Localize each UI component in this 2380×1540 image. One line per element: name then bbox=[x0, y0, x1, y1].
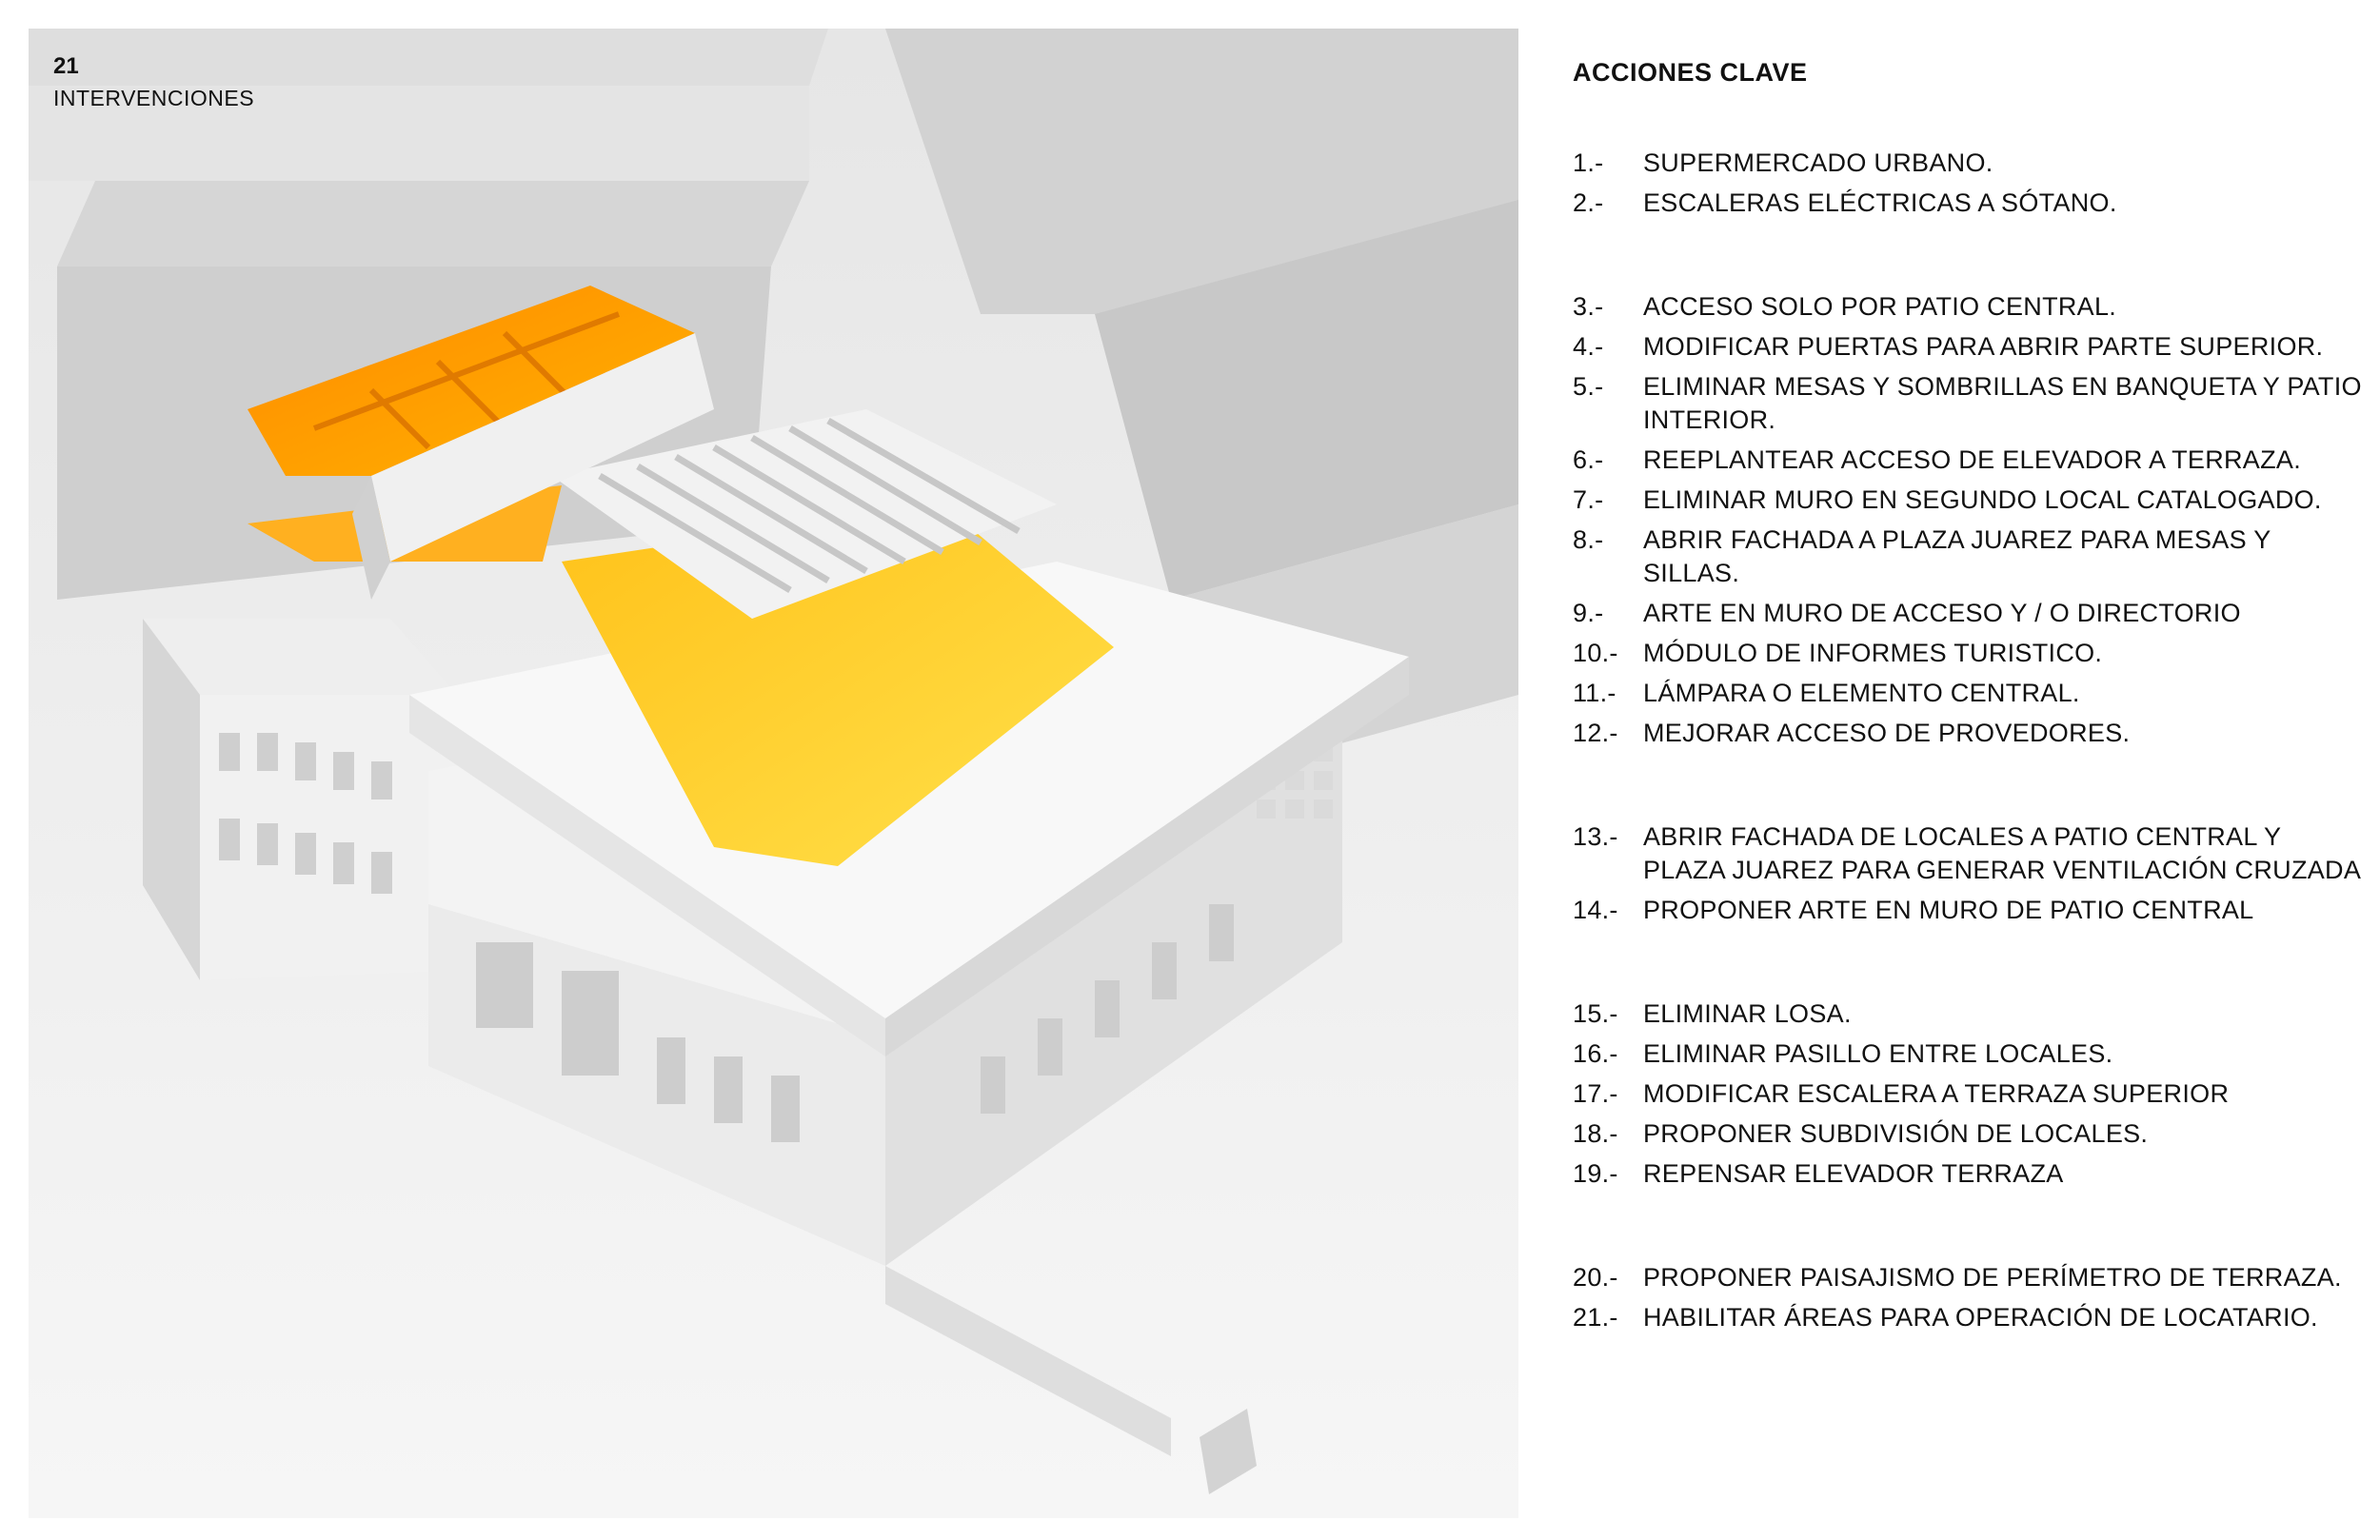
list-item: 4.- MODIFICAR PUERTAS PARA ABRIR PARTE SU… bbox=[1573, 330, 2363, 364]
item-number: 2.- bbox=[1573, 188, 1604, 218]
item-text: ACCESO SOLO POR PATIO CENTRAL. bbox=[1643, 292, 2117, 322]
building-model-render bbox=[29, 29, 1518, 1518]
list-item: 8.- ABRIR FACHADA A PLAZA JUAREZ PARA MES… bbox=[1573, 523, 2363, 590]
action-group: 15.- ELIMINAR LOSA. 16.- ELIMINAR PASILLO E… bbox=[1573, 997, 2363, 1191]
item-text: HABILITAR ÁREAS PARA OPERACIÓN DE LOCATA… bbox=[1643, 1303, 2318, 1333]
list-item: 7.- ELIMINAR MURO EN SEGUNDO LOCAL CATALO… bbox=[1573, 484, 2363, 517]
list-item: 19.- REPENSAR ELEVADOR TERRAZA bbox=[1573, 1157, 2363, 1191]
item-number: 10.- bbox=[1573, 639, 1618, 668]
item-number: 17.- bbox=[1573, 1079, 1618, 1109]
item-number: 6.- bbox=[1573, 445, 1604, 475]
item-text: MÓDULO DE INFORMES TURISTICO. bbox=[1643, 639, 2103, 668]
list-item: 15.- ELIMINAR LOSA. bbox=[1573, 997, 2363, 1031]
panel-title: ACCIONES CLAVE bbox=[1573, 58, 1808, 87]
list-item: 1.- SUPERMERCADO URBANO. bbox=[1573, 147, 2363, 180]
context-buildings bbox=[29, 29, 1518, 790]
item-number: 20.- bbox=[1573, 1263, 1618, 1293]
item-text: MODIFICAR PUERTAS PARA ABRIR PARTE SUPER… bbox=[1643, 332, 2324, 362]
section-label: INTERVENCIONES bbox=[53, 86, 255, 110]
item-number: 13.- bbox=[1573, 822, 1618, 852]
list-item: 14.- PROPONER ARTE EN MURO DE PATIO CENTR… bbox=[1573, 894, 2363, 927]
item-text: ELIMINAR LOSA. bbox=[1643, 999, 1852, 1029]
list-item: 3.- ACCESO SOLO POR PATIO CENTRAL. bbox=[1573, 290, 2363, 324]
list-item: 5.- ELIMINAR MESAS Y SOMBRILLAS EN BANQUE… bbox=[1573, 370, 2363, 437]
item-text: LÁMPARA O ELEMENTO CENTRAL. bbox=[1643, 679, 2080, 708]
item-number: 16.- bbox=[1573, 1039, 1618, 1069]
axonometric-model bbox=[29, 29, 1518, 1518]
historic-facade bbox=[143, 619, 457, 980]
item-number: 21.- bbox=[1573, 1303, 1618, 1333]
item-number: 3.- bbox=[1573, 292, 1604, 322]
highlighted-rooms bbox=[248, 286, 714, 600]
list-item: 16.- ELIMINAR PASILLO ENTRE LOCALES. bbox=[1573, 1037, 2363, 1071]
list-item: 20.- PROPONER PAISAJISMO DE PERÍMETRO DE … bbox=[1573, 1261, 2363, 1294]
action-group: 20.- PROPONER PAISAJISMO DE PERÍMETRO DE … bbox=[1573, 1261, 2363, 1334]
item-number: 4.- bbox=[1573, 332, 1604, 362]
pergola bbox=[552, 409, 1057, 619]
item-text: ARTE EN MURO DE ACCESO Y / O DIRECTORIO bbox=[1643, 599, 2241, 628]
item-text: PROPONER ARTE EN MURO DE PATIO CENTRAL bbox=[1643, 896, 2254, 925]
list-item: 17.- MODIFICAR ESCALERA A TERRAZA SUPERIO… bbox=[1573, 1077, 2363, 1111]
item-number: 19.- bbox=[1573, 1159, 1618, 1189]
page-number: 21 bbox=[53, 53, 79, 79]
item-text: PROPONER PAISAJISMO DE PERÍMETRO DE TERR… bbox=[1643, 1263, 2342, 1293]
item-text: REEPLANTEAR ACCESO DE ELEVADOR A TERRAZA… bbox=[1643, 445, 2302, 475]
item-number: 11.- bbox=[1573, 679, 1616, 708]
item-text: ELIMINAR MURO EN SEGUNDO LOCAL CATALOGAD… bbox=[1643, 485, 2322, 515]
item-number: 12.- bbox=[1573, 719, 1618, 748]
item-text: SUPERMERCADO URBANO. bbox=[1643, 148, 1993, 178]
action-group: 3.- ACCESO SOLO POR PATIO CENTRAL. 4.- MODI… bbox=[1573, 290, 2363, 750]
item-text: ELIMINAR PASILLO ENTRE LOCALES. bbox=[1643, 1039, 2113, 1069]
item-number: 14.- bbox=[1573, 896, 1618, 925]
action-groups: 1.- SUPERMERCADO URBANO. 2.- ESCALERAS ELÉC… bbox=[1573, 147, 2363, 1334]
item-number: 15.- bbox=[1573, 999, 1618, 1029]
list-item: 10.- MÓDULO DE INFORMES TURISTICO. bbox=[1573, 637, 2363, 670]
item-text: MEJORAR ACCESO DE PROVEDORES. bbox=[1643, 719, 2131, 748]
key-actions-panel: ACCIONES CLAVE 1.- SUPERMERCADO URBANO. 2.… bbox=[1573, 57, 2363, 1504]
list-item: 13.- ABRIR FACHADA DE LOCALES A PATIO CEN… bbox=[1573, 820, 2363, 887]
list-item: 2.- ESCALERAS ELÉCTRICAS A SÓTANO. bbox=[1573, 187, 2363, 220]
list-item: 18.- PROPONER SUBDIVISIÓN DE LOCALES. bbox=[1573, 1117, 2363, 1151]
action-group: 13.- ABRIR FACHADA DE LOCALES A PATIO CEN… bbox=[1573, 820, 2363, 927]
item-text: MODIFICAR ESCALERA A TERRAZA SUPERIOR bbox=[1643, 1079, 2230, 1109]
item-number: 18.- bbox=[1573, 1119, 1618, 1149]
list-item: 21.- HABILITAR ÁREAS PARA OPERACIÓN DE LO… bbox=[1573, 1301, 2363, 1334]
item-number: 5.- bbox=[1573, 372, 1604, 402]
item-text: ABRIR FACHADA A PLAZA JUAREZ PARA MESAS … bbox=[1643, 525, 2271, 588]
item-text: REPENSAR ELEVADOR TERRAZA bbox=[1643, 1159, 2064, 1189]
item-text: ELIMINAR MESAS Y SOMBRILLAS EN BANQUETA … bbox=[1643, 372, 2362, 435]
item-number: 8.- bbox=[1573, 525, 1604, 555]
action-group: 1.- SUPERMERCADO URBANO. 2.- ESCALERAS ELÉC… bbox=[1573, 147, 2363, 220]
item-text: ESCALERAS ELÉCTRICAS A SÓTANO. bbox=[1643, 188, 2117, 218]
list-item: 12.- MEJORAR ACCESO DE PROVEDORES. bbox=[1573, 717, 2363, 750]
item-text: ABRIR FACHADA DE LOCALES A PATIO CENTRAL… bbox=[1643, 822, 2362, 885]
terrace-highlight bbox=[562, 504, 1114, 866]
item-text: PROPONER SUBDIVISIÓN DE LOCALES. bbox=[1643, 1119, 2149, 1149]
item-number: 7.- bbox=[1573, 485, 1604, 515]
list-item: 9.- ARTE EN MURO DE ACCESO Y / O DIRECTOR… bbox=[1573, 597, 2363, 630]
item-number: 9.- bbox=[1573, 599, 1604, 628]
list-item: 11.- LÁMPARA O ELEMENTO CENTRAL. bbox=[1573, 677, 2363, 710]
item-number: 1.- bbox=[1573, 148, 1604, 178]
list-item: 6.- REEPLANTEAR ACCESO DE ELEVADOR A TERR… bbox=[1573, 444, 2363, 477]
wall-stub bbox=[1200, 1409, 1257, 1494]
wall-extension bbox=[885, 1266, 1171, 1456]
